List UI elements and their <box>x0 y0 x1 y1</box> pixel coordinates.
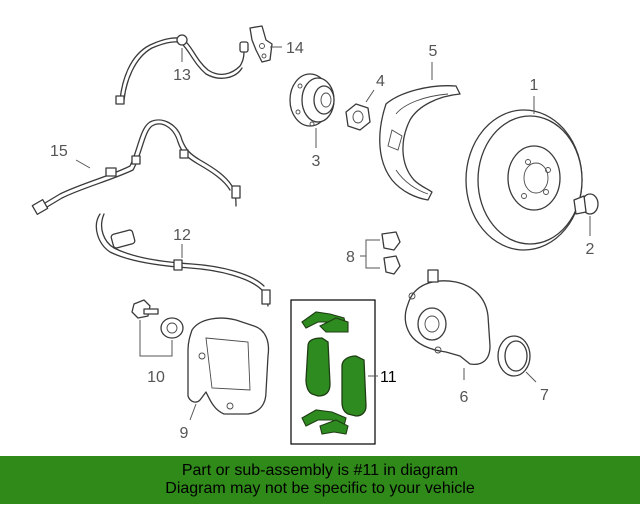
part-5-splash-shield[interactable] <box>379 85 461 201</box>
part-13-speed-sensor-cable[interactable] <box>115 34 249 105</box>
part-2-rotor-screw[interactable] <box>573 193 599 215</box>
part-14-bracket[interactable] <box>249 25 273 63</box>
callout-9: 9 <box>180 425 189 442</box>
part-7-seal-ring[interactable] <box>497 335 531 377</box>
callout-6: 6 <box>460 389 469 406</box>
callout-10: 10 <box>147 369 165 386</box>
part-11-brake-pad-set[interactable] <box>301 311 367 435</box>
callout-8: 8 <box>346 249 355 266</box>
part-6-brake-caliper[interactable] <box>404 269 491 366</box>
part-4-hub-nut[interactable] <box>345 103 371 131</box>
callout-12: 12 <box>173 227 191 244</box>
part-10-bolt-and-bushing[interactable] <box>131 299 184 339</box>
part-11-highlight-box <box>290 299 376 445</box>
part-1-brake-rotor[interactable] <box>465 109 583 251</box>
callout-11: 11 <box>380 369 397 386</box>
banner-line-2: Diagram may not be specific to your vehi… <box>165 480 475 497</box>
part-9-caliper-carrier[interactable] <box>187 317 270 415</box>
callout-3: 3 <box>312 153 321 170</box>
callout-7: 7 <box>540 387 549 404</box>
part-8-bolt-caps[interactable] <box>381 231 401 275</box>
banner-line-1: Part or sub-assembly is #11 in diagram <box>181 462 459 479</box>
info-banner: Part or sub-assembly is #11 in diagram D… <box>0 456 640 504</box>
part-15-wear-sensor-cable[interactable] <box>31 119 241 215</box>
callout-14: 14 <box>286 40 304 57</box>
part-3-wheel-hub[interactable] <box>289 73 335 127</box>
callout-4: 4 <box>376 73 385 90</box>
callout-13: 13 <box>173 67 191 84</box>
callout-15: 15 <box>50 143 68 160</box>
parts-diagram: 13 14 3 4 15 <box>31 25 599 445</box>
callout-1: 1 <box>530 77 539 94</box>
part-12-pad-wear-sensor[interactable] <box>95 213 271 307</box>
callout-5: 5 <box>429 43 438 60</box>
callout-2: 2 <box>586 241 595 258</box>
